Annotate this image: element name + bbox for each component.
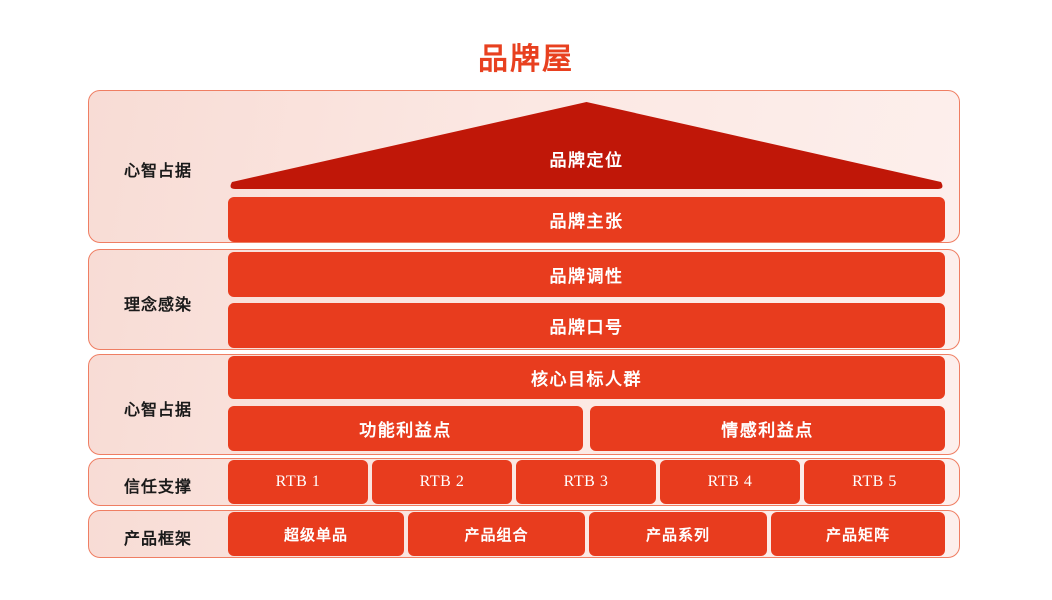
bar-product-hero-item[interactable]: 超级单品 — [228, 512, 404, 556]
bar-rtb-2[interactable]: RTB 2 — [372, 460, 512, 504]
section-label-3: 心智占据 — [123, 402, 192, 419]
bar-brand-slogan[interactable]: 品牌口号 — [228, 303, 945, 348]
section-label-1: 心智占据 — [123, 163, 192, 180]
bar-rtb-5[interactable]: RTB 5 — [804, 460, 945, 504]
bar-core-target-audience[interactable]: 核心目标人群 — [228, 356, 945, 399]
roof-shape — [228, 100, 945, 190]
section-label-5: 产品框架 — [123, 531, 192, 548]
bar-rtb-1[interactable]: RTB 1 — [228, 460, 368, 504]
bar-product-combination[interactable]: 产品组合 — [408, 512, 585, 556]
bar-rtb-3[interactable]: RTB 3 — [516, 460, 656, 504]
bar-brand-proposition[interactable]: 品牌主张 — [228, 197, 945, 242]
bar-brand-tonality[interactable]: 品牌调性 — [228, 252, 945, 297]
section-label-2: 理念感染 — [123, 297, 192, 314]
section-label-4: 信任支撑 — [123, 479, 192, 496]
bar-product-series[interactable]: 产品系列 — [589, 512, 767, 556]
page-title: 品牌屋 — [478, 43, 574, 76]
bar-product-matrix[interactable]: 产品矩阵 — [771, 512, 945, 556]
bar-emotional-benefit[interactable]: 情感利益点 — [590, 406, 945, 451]
bar-rtb-4[interactable]: RTB 4 — [660, 460, 800, 504]
bar-functional-benefit[interactable]: 功能利益点 — [228, 406, 583, 451]
